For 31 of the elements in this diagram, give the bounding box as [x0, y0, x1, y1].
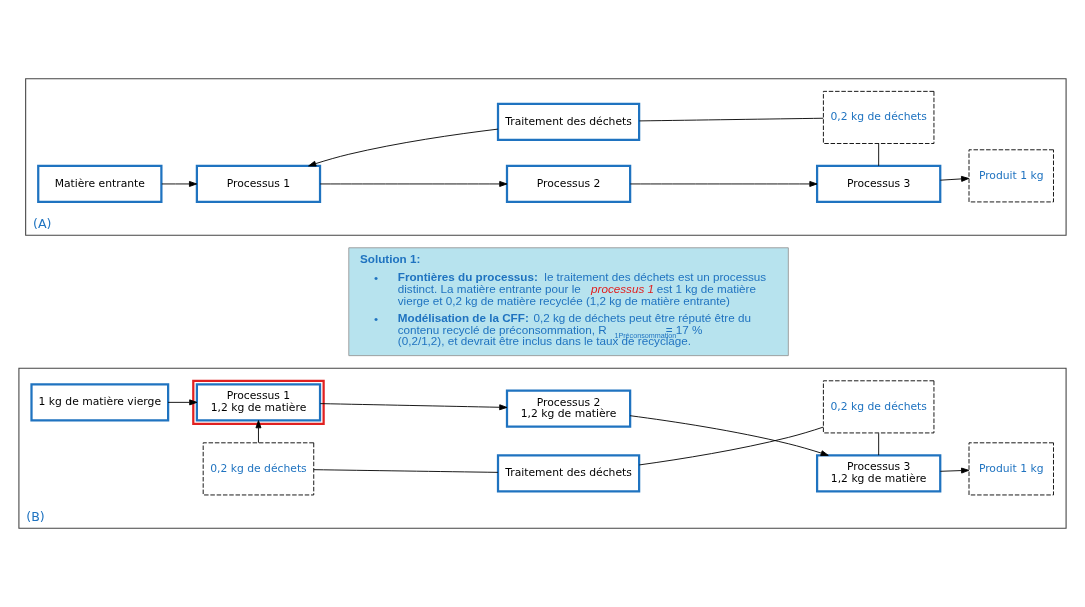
connector	[878, 143, 880, 167]
node-box: Matière entrante	[37, 164, 163, 204]
arrow	[319, 181, 508, 187]
node-box: Traitement des déchets	[496, 454, 641, 493]
arrow	[629, 415, 829, 456]
arrow	[939, 467, 970, 474]
node-box: Processus 2 1,2 kg de matière	[505, 389, 632, 428]
arrow	[255, 420, 262, 444]
connector	[313, 469, 499, 473]
node-box: Processus 2	[505, 164, 632, 204]
arrow	[161, 181, 198, 187]
connector	[638, 426, 824, 466]
node-box: Traitement des déchets	[496, 102, 641, 142]
node-box: Processus 3	[815, 164, 942, 204]
node-box: Processus 1 1,2 kg de matière	[195, 383, 322, 422]
connector	[638, 117, 824, 122]
node-box: Produit 1 kg	[968, 442, 1054, 496]
node-box: Solution 1: • Frontières du processus: le traitement des déchets est un processus distinct. La matière entrante pour le processus 1 est 1 kg de matière vierge et 0,2 kg de matière recyclée (1,2 kg de matière entrante) • Modélisation de la CFF: 0,2 kg de déchets peut être réputé être du contenu recyclé de préconsommation, R$_{1Préconsommation}$ = 17 % (0,2/1,2), et devrait être inclus dans le taux de recyclage.	[348, 247, 789, 357]
node-box: Processus 1	[195, 164, 322, 204]
arrow	[629, 181, 818, 187]
node-box: Produit 1 kg	[968, 149, 1054, 203]
arrow	[167, 399, 198, 406]
arrow	[319, 403, 508, 411]
connector	[878, 432, 880, 456]
arrow	[939, 175, 970, 182]
arrow	[308, 128, 499, 167]
node-box: 1 kg de matière vierge	[30, 383, 170, 422]
node-box: 0,2 kg de déchets	[202, 442, 315, 496]
node-box: 0,2 kg de déchets	[822, 90, 935, 144]
node-box: 0,2 kg de déchets	[822, 380, 935, 434]
node-box: Processus 3 1,2 kg de matière	[815, 454, 942, 493]
